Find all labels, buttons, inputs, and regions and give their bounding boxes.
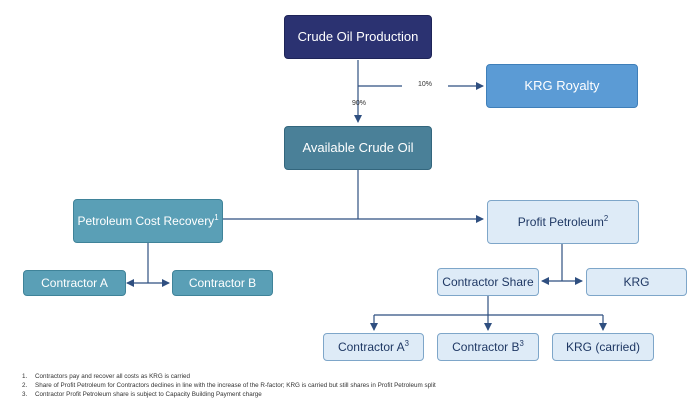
- node-label: Contractor B: [188, 275, 257, 290]
- node-krg-royalty: KRG Royalty: [486, 64, 638, 108]
- node-krg-carried: KRG (carried): [552, 333, 654, 361]
- footnote-item: 3. Contractor Profit Petroleum share is …: [22, 390, 436, 399]
- node-label: KRG Royalty: [524, 77, 600, 93]
- node-crude-oil-production: Crude Oil Production: [284, 15, 432, 59]
- node-label: Petroleum Cost Recovery1: [77, 212, 219, 228]
- footnote-text: Contractor Profit Petroleum share is sub…: [35, 391, 262, 399]
- footnote-text: Contractors pay and recover all costs as…: [35, 373, 191, 380]
- royalty-percentage-label: 10%: [418, 81, 433, 88]
- footnote-number: 3.: [22, 391, 28, 399]
- node-label: KRG (carried): [565, 339, 640, 354]
- footnote-marker: 3: [519, 338, 524, 348]
- footnote-item: 2. Share of Profit Petroleum for Contrac…: [22, 381, 436, 390]
- node-label: Contractor A: [41, 275, 108, 290]
- footnote-marker: 2: [603, 213, 609, 223]
- footnote-number: 2.: [22, 382, 28, 390]
- node-label: Profit Petroleum2: [517, 213, 609, 229]
- node-label: Contractor Share: [442, 274, 534, 289]
- footnote-marker: 1: [214, 212, 219, 222]
- node-label: Contractor A3: [337, 338, 410, 354]
- node-contractor-share: Contractor Share: [437, 268, 539, 296]
- node-available-crude-oil: Available Crude Oil: [284, 126, 432, 170]
- footnote-text: Share of Profit Petroleum for Contractor…: [35, 382, 436, 390]
- footnote-item: 1. Contractors pay and recover all costs…: [22, 372, 436, 381]
- footnote-marker: 3: [404, 338, 410, 348]
- node-label: Contractor B3: [452, 338, 524, 354]
- node-contractor-a: Contractor A: [23, 270, 126, 296]
- node-contractor-b-share: Contractor B3: [437, 333, 539, 361]
- footnote-number: 1.: [22, 373, 28, 380]
- node-krg: KRG: [586, 268, 687, 296]
- node-label: Crude Oil Production: [297, 28, 419, 44]
- node-label: KRG: [623, 274, 650, 289]
- node-profit-petroleum: Profit Petroleum2: [487, 200, 639, 244]
- node-label: Available Crude Oil: [302, 139, 414, 155]
- node-contractor-b: Contractor B: [172, 270, 273, 296]
- available-percentage-label: 90%: [352, 100, 367, 107]
- node-contractor-a-share: Contractor A3: [323, 333, 424, 361]
- footnotes: 1. Contractors pay and recover all costs…: [22, 372, 436, 399]
- node-petroleum-cost-recovery: Petroleum Cost Recovery1: [73, 199, 223, 243]
